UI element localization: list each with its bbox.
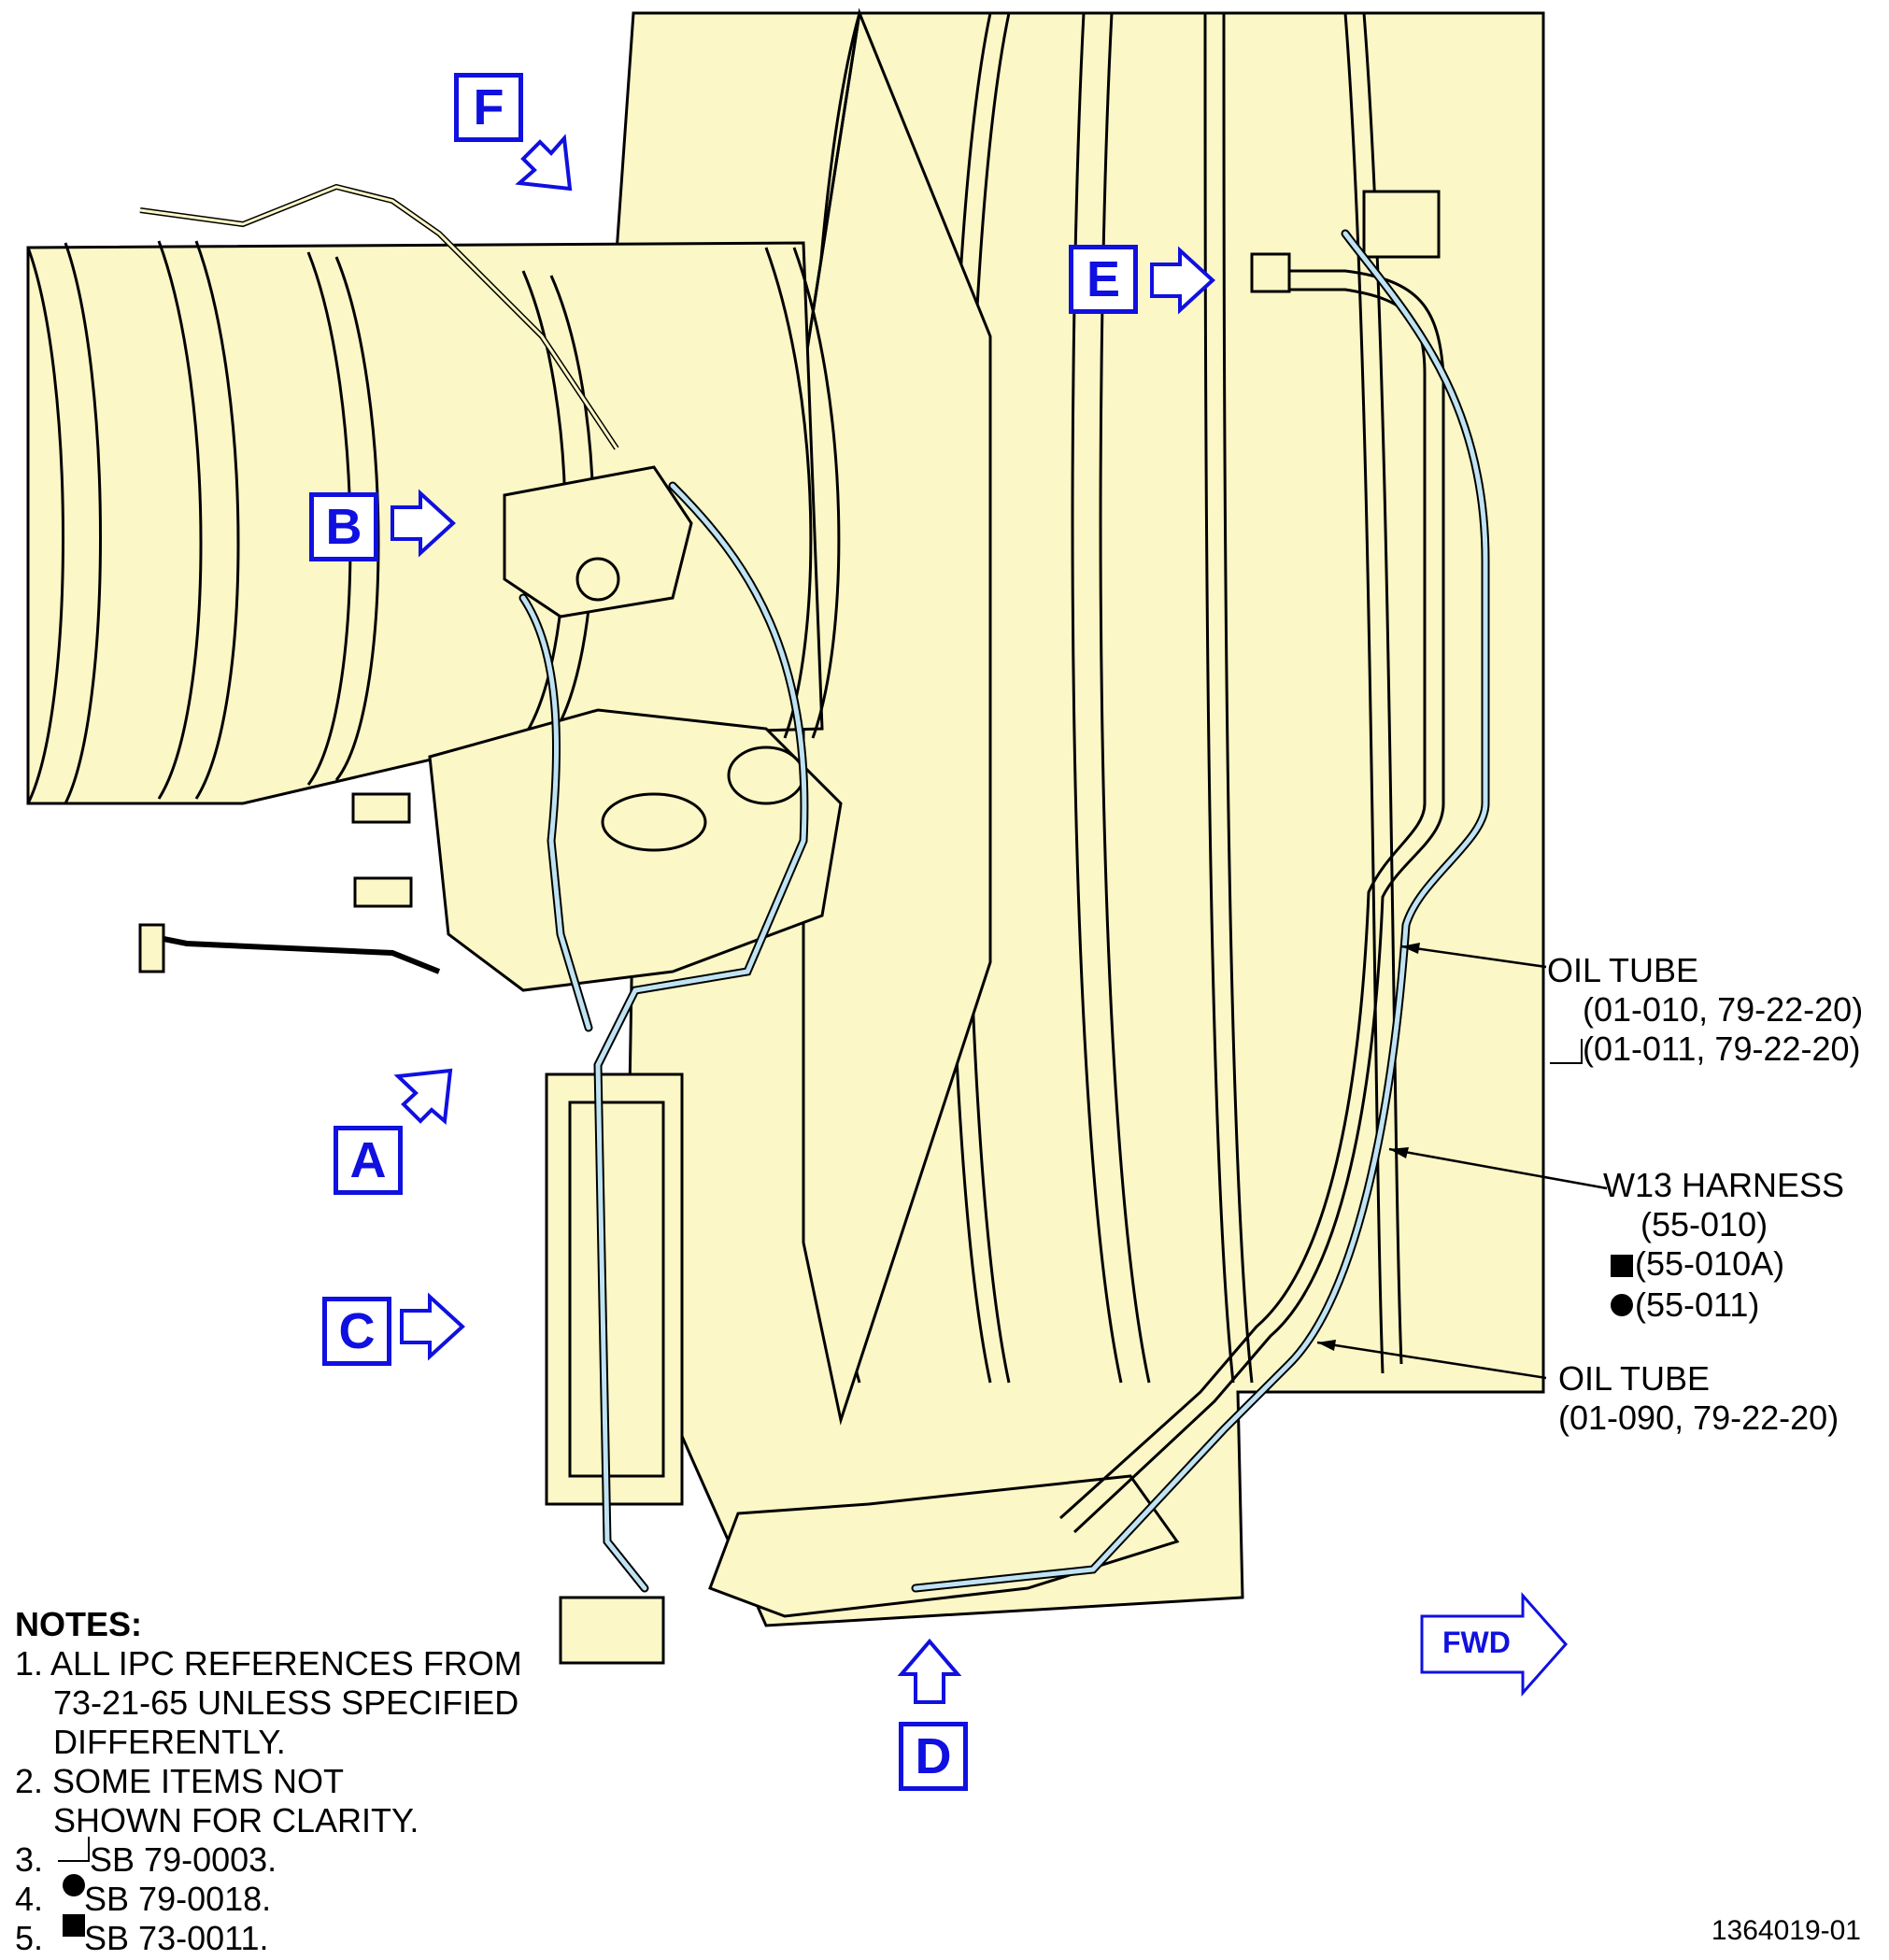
oil-tube-2-callout-ref1: (01-090, 79-22-20): [1558, 1399, 1839, 1437]
note3-triangle-icon: [58, 1837, 90, 1862]
arrow-c-icon: [400, 1292, 465, 1361]
arrow-e-icon: [1150, 246, 1215, 315]
note-2-line-1: 2. SOME ITEMS NOT: [15, 1762, 345, 1800]
w13-harness-callout-ref2: (55-010A): [1635, 1244, 1785, 1283]
sb-73-0011-square-icon: [1611, 1255, 1633, 1277]
w13-harness-callout-ref1: (55-010): [1640, 1205, 1768, 1243]
oil-tube-callout-ref1: (01-010, 79-22-20): [1583, 990, 1864, 1029]
oil-tube-2-callout-title: OIL TUBE: [1558, 1359, 1711, 1398]
note-3: 3. SB 79-0003.: [15, 1840, 277, 1879]
oil-tube-callout-ref2: (01-011, 79-22-20): [1583, 1030, 1861, 1068]
view-label-d: D: [899, 1722, 972, 1795]
figure-number: 1364019-01: [1711, 1915, 1861, 1946]
w13-harness-fill: [520, 231, 1488, 1591]
sensors: [138, 792, 441, 974]
arrow-a-icon: [393, 1068, 453, 1125]
w13-harness-callout-title: W13 HARNESS: [1603, 1166, 1845, 1204]
callout-symbols: [58, 1039, 1633, 1937]
note5-square-icon: [63, 1914, 85, 1937]
leader-arrowheads: [1317, 943, 1420, 1351]
note-1-line-2: 73-21-65 UNLESS SPECIFIED: [53, 1683, 519, 1722]
top-cable-fill: [139, 185, 618, 449]
fan-frame-rings: [802, 7, 1403, 1426]
arrow-b-icon: [391, 489, 456, 558]
note-1-line-1: 1. ALL IPC REFERENCES FROM: [15, 1644, 522, 1683]
view-label-e: E: [1069, 245, 1142, 318]
note-1-line-3: DIFFERENTLY.: [53, 1723, 286, 1761]
oil-tube-callout-title: OIL TUBE: [1547, 951, 1699, 989]
arrow-f-icon: [515, 134, 573, 192]
gearbox-assembly: [428, 465, 1180, 1665]
view-label-c: C: [322, 1297, 395, 1370]
leader-lines: [1316, 944, 1608, 1380]
fwd-label: FWD: [1442, 1626, 1511, 1659]
note-4: 4. SB 79-0018.: [15, 1880, 272, 1918]
view-label-f: F: [454, 73, 527, 146]
note-2-line-2: SHOWN FOR CLARITY.: [53, 1801, 419, 1839]
sb-79-0018-circle-icon: [1611, 1294, 1633, 1316]
notes-title: NOTES:: [15, 1605, 143, 1643]
note-5: 5. SB 73-0011.: [15, 1919, 269, 1957]
notes-block: NOTES: 1. ALL IPC REFERENCES FROM 73-21-…: [15, 1605, 522, 1958]
fwd-arrow-icon: [1420, 1592, 1569, 1697]
arrow-d-icon: [897, 1638, 962, 1704]
note4-circle-icon: [63, 1874, 85, 1896]
view-label-a: A: [334, 1126, 406, 1199]
w13-harness-callout-ref3: (55-011): [1635, 1285, 1760, 1324]
sb-79-0003-triangle-icon: [1550, 1039, 1583, 1064]
view-arrows: [391, 134, 1215, 1704]
view-label-b: B: [309, 492, 382, 565]
